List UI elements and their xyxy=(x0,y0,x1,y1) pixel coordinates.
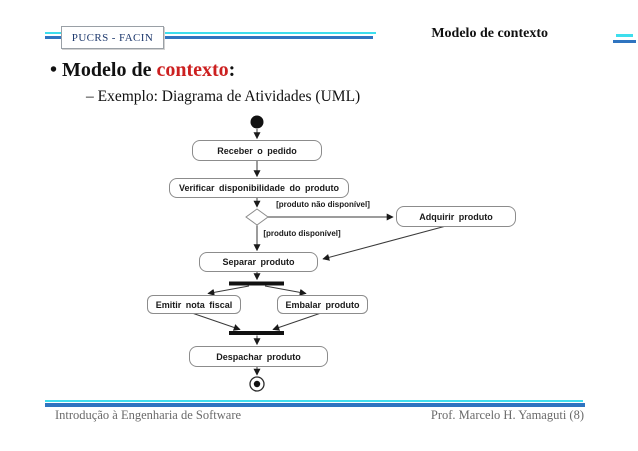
bullet-marker: • xyxy=(50,59,58,81)
bullet-colon: : xyxy=(228,59,236,81)
activity-node-verificar-disponibilidade: Verificar disponibilidade do produto xyxy=(169,178,349,198)
activity-node-receber-pedido: Receber o pedido xyxy=(192,140,322,161)
initial-node-icon xyxy=(250,115,264,129)
header-dash-blue-icon xyxy=(613,39,636,43)
activity-node-separar-produto: Separar produto xyxy=(199,252,318,272)
pucrs-facin-badge: PUCRS - FACIN xyxy=(61,26,164,49)
footer-rule-blue xyxy=(45,403,585,407)
slide-header-title: Modelo de contexto xyxy=(431,26,548,41)
bullet-highlight: contexto xyxy=(156,59,229,81)
badge-label: PUCRS - FACIN xyxy=(71,31,154,44)
activity-node-embalar-produto: Embalar produto xyxy=(277,295,368,314)
header-rule-cyan-left-stub xyxy=(45,32,61,34)
join-bar-icon xyxy=(229,331,284,335)
main-bullet: • Modelo de contexto: xyxy=(50,59,235,82)
guard-label-produto-disponivel: [produto disponível] xyxy=(263,229,341,238)
sub-bullet: – Exemplo: Diagrama de Atividades (UML) xyxy=(86,88,361,105)
final-node-icon xyxy=(249,376,265,392)
footer-author-page: Prof. Marcelo H. Yamaguti (8) xyxy=(430,408,584,422)
activity-node-emitir-nota-fiscal: Emitir nota fiscal xyxy=(147,295,241,314)
activity-node-despachar-produto: Despachar produto xyxy=(189,346,328,367)
final-node-dot-icon xyxy=(253,380,261,388)
guard-label-produto-nao-disponivel: [produto não disponível] xyxy=(276,200,370,209)
header-rule-blue xyxy=(163,36,373,39)
bullet-text: Modelo de xyxy=(62,59,157,81)
decision-diamond-icon xyxy=(245,208,269,226)
header-rule-cyan xyxy=(163,32,376,34)
footer-rule-cyan xyxy=(45,399,583,402)
fork-bar-icon xyxy=(229,281,284,286)
activity-node-adquirir-produto: Adquirir produto xyxy=(396,206,516,227)
footer-course-title: Introdução à Engenharia de Software xyxy=(55,408,242,422)
header-dash-cyan-icon xyxy=(616,34,633,37)
header-rule-blue-left-stub xyxy=(45,36,61,39)
